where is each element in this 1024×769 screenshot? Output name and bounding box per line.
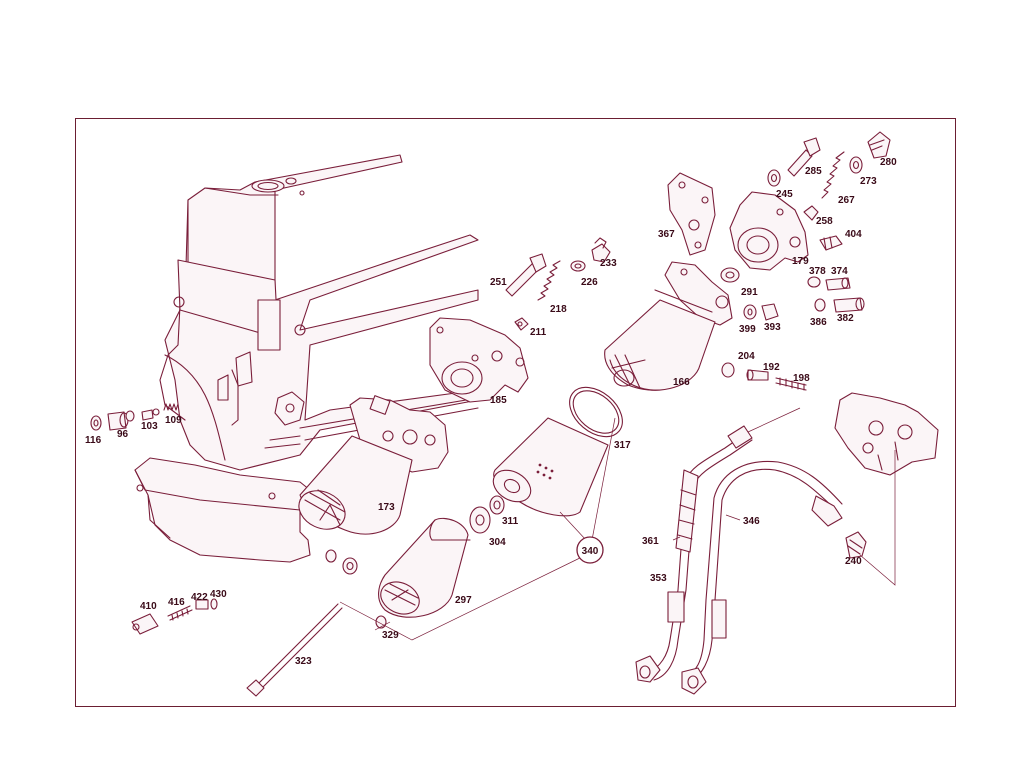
washer-204 [721, 362, 735, 378]
washer-245 [767, 169, 781, 187]
label-317: 317 [614, 440, 631, 451]
washer-304 [469, 506, 491, 534]
label-109: 109 [165, 415, 182, 426]
plug-192 [746, 369, 769, 381]
label-382: 382 [837, 313, 854, 324]
diagram-frame [75, 118, 956, 707]
ring-430 [210, 598, 218, 610]
housing-179 [729, 191, 809, 271]
filter-housing-297 [378, 517, 471, 618]
label-311: 311 [502, 516, 519, 527]
sender-410 [131, 613, 159, 635]
pipe-361-353 [635, 425, 753, 683]
label-251: 251 [490, 277, 507, 288]
label-273: 273 [860, 176, 877, 187]
washer-399 [743, 304, 757, 320]
label-329: 329 [382, 630, 399, 641]
label-323: 323 [295, 656, 312, 667]
label-103: 103 [141, 421, 158, 432]
label-404: 404 [845, 229, 862, 240]
bolt-323 [246, 603, 343, 697]
label-367: 367 [658, 229, 675, 240]
washer-273 [849, 156, 863, 174]
washer-226 [570, 260, 586, 272]
label-386: 386 [810, 317, 827, 328]
filter-element-340 [492, 417, 609, 517]
plug-280 [867, 131, 891, 159]
filter-housing-166 [604, 261, 733, 391]
oil-filter-173 [298, 395, 449, 535]
bolt-198 [775, 377, 807, 391]
bolt-251 [505, 253, 547, 297]
plug-374 [825, 277, 851, 291]
plug-258 [803, 205, 819, 221]
plug-211 [514, 317, 529, 331]
label-304: 304 [489, 537, 506, 548]
label-267: 267 [838, 195, 855, 206]
label-340: 340 [582, 546, 599, 557]
filter-head-185 [429, 317, 529, 403]
plug-233 [591, 237, 611, 263]
label-96: 96 [117, 429, 129, 440]
label-166: 166 [673, 377, 690, 388]
pipe-346 [681, 460, 843, 695]
label-116: 116 [85, 435, 102, 446]
leader-lines [339, 407, 896, 641]
bolt-285 [787, 137, 821, 177]
label-346: 346 [743, 516, 760, 527]
spring-109 [163, 403, 179, 411]
engine-block [134, 154, 479, 563]
label-422: 422 [191, 592, 208, 603]
label-173: 173 [378, 502, 395, 513]
callout-340 [576, 536, 604, 564]
washer-291 [720, 267, 740, 283]
plug-382 [833, 297, 865, 313]
spring-416 [167, 605, 193, 621]
label-198: 198 [793, 373, 810, 384]
seal-ring-317 [569, 386, 623, 438]
plug-96 [107, 410, 135, 431]
washer-116 [90, 415, 102, 431]
label-297: 297 [455, 595, 472, 606]
label-226: 226 [581, 277, 598, 288]
fitting-240 [845, 531, 867, 559]
label-430: 430 [210, 589, 227, 600]
spring-218 [537, 260, 561, 301]
label-285: 285 [805, 166, 822, 177]
label-410: 410 [140, 601, 157, 612]
label-374: 374 [831, 266, 848, 277]
washer-386 [814, 298, 826, 312]
plug-404 [819, 235, 843, 251]
washer-small-left [325, 549, 358, 575]
plug-103 [141, 408, 160, 421]
label-233: 233 [600, 258, 617, 269]
label-192: 192 [763, 362, 780, 373]
label-204: 204 [738, 351, 755, 362]
sleeve-422 [195, 599, 209, 610]
label-240: 240 [845, 556, 862, 567]
label-245: 245 [776, 189, 793, 200]
label-280: 280 [880, 157, 897, 168]
label-291: 291 [741, 287, 758, 298]
label-399: 399 [739, 324, 756, 335]
label-258: 258 [816, 216, 833, 227]
label-185: 185 [490, 395, 507, 406]
plug-393 [761, 303, 779, 321]
washer-378 [807, 276, 821, 288]
label-211: 211 [530, 327, 547, 338]
washer-311 [489, 495, 505, 515]
label-353: 353 [650, 573, 667, 584]
bracket-right [834, 392, 939, 476]
label-378: 378 [809, 266, 826, 277]
label-361: 361 [642, 536, 659, 547]
part-labels: 116 96 103 109 173 185 251 218 211 226 2… [85, 157, 897, 667]
gasket-367 [667, 172, 716, 256]
label-416: 416 [168, 597, 185, 608]
label-393: 393 [764, 322, 781, 333]
label-218: 218 [550, 304, 567, 315]
label-179: 179 [792, 256, 809, 267]
spring-267 [821, 151, 845, 199]
